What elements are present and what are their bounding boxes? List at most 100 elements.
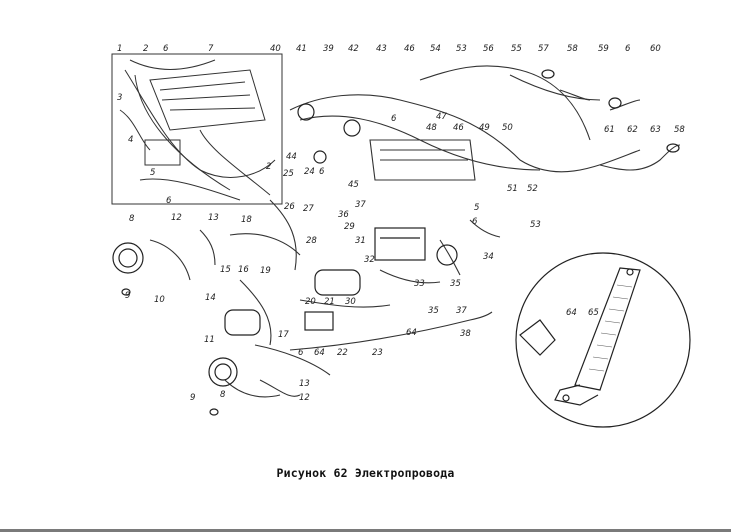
callout: 6 (391, 114, 397, 124)
starter-motor (314, 269, 361, 296)
callout: 53 (530, 220, 541, 230)
callout: 13 (299, 379, 310, 389)
callout: 2 (143, 44, 148, 54)
callout: 3 (117, 93, 122, 103)
callout: 10 (154, 295, 165, 305)
callout: 30 (345, 297, 356, 307)
callout: 55 (511, 44, 522, 54)
callout: 43 (376, 44, 387, 54)
callout: 37 (355, 200, 366, 210)
callout: 7 (208, 44, 214, 54)
callout: 44 (286, 152, 297, 162)
callout: 58 (567, 44, 578, 54)
callout: 38 (460, 329, 471, 339)
callout: 35 (428, 306, 439, 316)
bottom-rule (0, 529, 731, 532)
lamp-9a (121, 288, 131, 296)
callout: 27 (303, 204, 314, 214)
callout: 25 (283, 169, 294, 179)
callout: 58 (674, 125, 685, 135)
callout: 59 (598, 44, 609, 54)
callout: 41 (296, 44, 307, 54)
components (112, 69, 680, 416)
callout: 6 (625, 44, 631, 54)
switch (313, 150, 327, 164)
callout: 56 (483, 44, 494, 54)
callout: 62 (627, 125, 638, 135)
callout: 50 (502, 123, 513, 133)
callout: 57 (538, 44, 549, 54)
callout: 19 (260, 266, 271, 276)
callout: 34 (483, 252, 494, 262)
generator (224, 309, 261, 336)
callout: 9 (190, 393, 195, 403)
callout: 12 (299, 393, 310, 403)
main-harness (149, 65, 681, 398)
callout: 5 (474, 203, 479, 213)
callout: 17 (278, 330, 289, 340)
callout: 23 (372, 348, 383, 358)
callout: 6 (298, 348, 304, 358)
callout: 8 (220, 390, 226, 400)
callout: 26 (284, 202, 295, 212)
battery (374, 227, 426, 261)
callout: 40 (270, 44, 281, 54)
callout: 29 (344, 222, 355, 232)
callout: 45 (348, 180, 359, 190)
callout: 54 (430, 44, 441, 54)
callout: 32 (364, 255, 375, 265)
callout: 46 (453, 123, 464, 133)
callout: 35 (450, 279, 461, 289)
callout: 16 (238, 265, 249, 275)
callout: 18 (241, 215, 252, 225)
callout: 1 (117, 44, 122, 54)
callout: 48 (426, 123, 437, 133)
callout: 6 (472, 217, 478, 227)
callout: 42 (348, 44, 359, 54)
gauge-2 (343, 119, 361, 137)
callout: 6 (163, 44, 169, 54)
callout: 36 (338, 210, 349, 220)
braid-texture (588, 284, 633, 372)
headlight-left-upper (112, 242, 144, 274)
figure-caption: Рисунок 62 Электропровода (276, 466, 455, 480)
lamp-9b (209, 408, 219, 416)
callout: 15 (220, 265, 231, 275)
callout: 2 (266, 162, 271, 172)
regulator (304, 311, 334, 331)
callout: 8 (129, 214, 135, 224)
callout: 33 (414, 279, 425, 289)
callout: 14 (205, 293, 216, 303)
callout: 21 (324, 297, 335, 307)
callout: 20 (305, 297, 316, 307)
callout: 37 (456, 306, 467, 316)
callout: 47 (436, 112, 447, 122)
callout: 64 (566, 308, 577, 318)
callout: 6 (166, 196, 172, 206)
callout: 61 (604, 125, 615, 135)
gauge (297, 103, 315, 121)
callout: 52 (527, 184, 538, 194)
lamp-60 (608, 97, 622, 109)
callout: 63 (650, 125, 661, 135)
callout: 5 (150, 168, 155, 178)
callout: 24 (304, 167, 315, 177)
callout: 31 (355, 236, 366, 246)
callout: 53 (456, 44, 467, 54)
headlight-left-lower (208, 357, 238, 387)
lamp-58b (666, 143, 680, 153)
lamp-58 (541, 69, 555, 79)
callout: 4 (128, 135, 133, 145)
callout: 51 (507, 184, 518, 194)
callout: 13 (208, 213, 219, 223)
callout: 6 (319, 167, 325, 177)
horn (436, 244, 458, 266)
inset-frame (111, 53, 283, 205)
callout: 39 (323, 44, 334, 54)
callout: 9 (125, 291, 130, 301)
callout: 65 (588, 308, 599, 318)
callout: 11 (204, 335, 215, 345)
callout: 46 (404, 44, 415, 54)
callout-labels: 1 2 6 7 3 4 5 2 6 40 41 39 42 43 46 54 5… (117, 44, 685, 403)
